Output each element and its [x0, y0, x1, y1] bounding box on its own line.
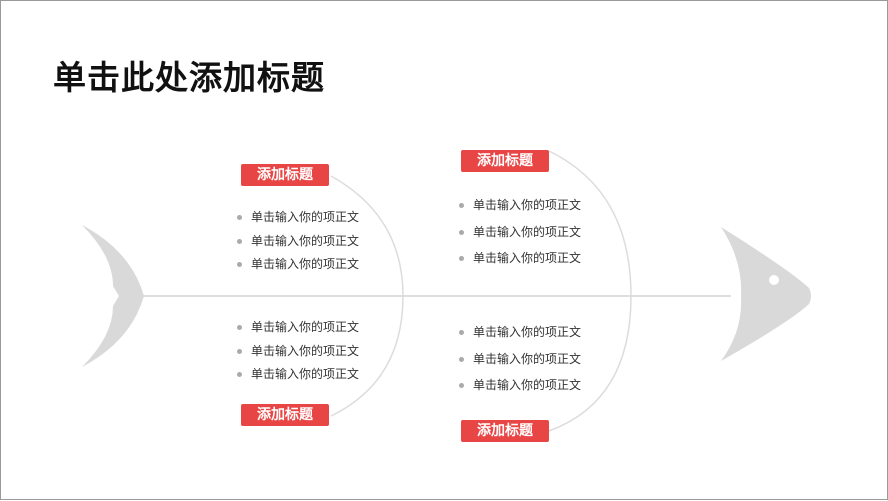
list-item[interactable]: 单击输入你的项正文: [237, 366, 359, 390]
arc-bottom-right: [548, 295, 632, 432]
arc-top-right: [548, 150, 632, 297]
branch-title-3[interactable]: 添加标题: [241, 404, 329, 426]
branch-list-2: 单击输入你的项正文 单击输入你的项正文 单击输入你的项正文: [459, 197, 581, 277]
branch-list-1: 单击输入你的项正文 单击输入你的项正文 单击输入你的项正文: [237, 209, 359, 280]
list-item[interactable]: 单击输入你的项正文: [459, 351, 581, 378]
slide-title[interactable]: 单击此处添加标题: [53, 58, 325, 97]
list-item[interactable]: 单击输入你的项正文: [459, 324, 581, 351]
fish-tail-icon: [82, 225, 144, 367]
arc-bottom-left: [330, 295, 404, 417]
list-item[interactable]: 单击输入你的项正文: [237, 233, 359, 257]
list-item[interactable]: 单击输入你的项正文: [459, 377, 581, 404]
list-item[interactable]: 单击输入你的项正文: [237, 343, 359, 367]
branch-list-4: 单击输入你的项正文 单击输入你的项正文 单击输入你的项正文: [459, 324, 581, 404]
list-item[interactable]: 单击输入你的项正文: [237, 209, 359, 233]
list-item[interactable]: 单击输入你的项正文: [237, 319, 359, 343]
branch-title-4[interactable]: 添加标题: [461, 420, 549, 442]
list-item[interactable]: 单击输入你的项正文: [459, 224, 581, 251]
list-item[interactable]: 单击输入你的项正文: [237, 256, 359, 280]
branch-title-2[interactable]: 添加标题: [461, 150, 549, 172]
fish-head-icon: [721, 227, 811, 361]
list-item[interactable]: 单击输入你的项正文: [459, 197, 581, 224]
branch-title-1[interactable]: 添加标题: [241, 164, 329, 186]
arc-top-left: [330, 175, 404, 297]
fish-eye-icon: [769, 275, 779, 285]
list-item[interactable]: 单击输入你的项正文: [459, 250, 581, 277]
branch-list-3: 单击输入你的项正文 单击输入你的项正文 单击输入你的项正文: [237, 319, 359, 390]
